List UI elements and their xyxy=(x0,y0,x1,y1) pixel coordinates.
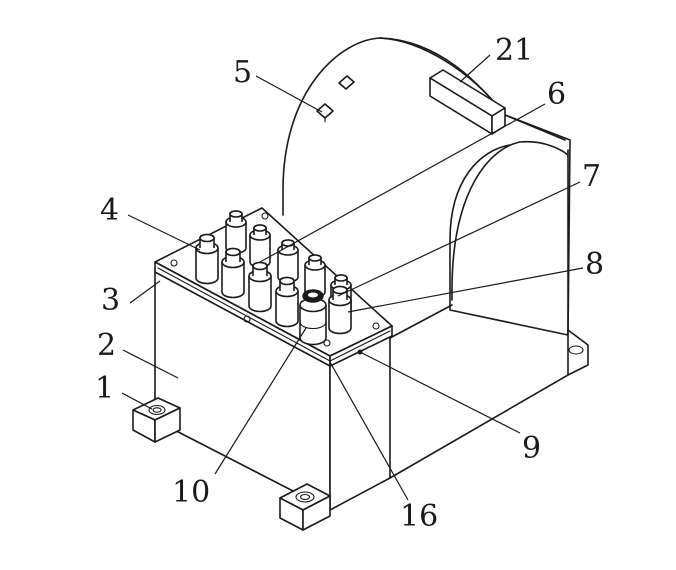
leader-4 xyxy=(127,214,201,251)
leader-8 xyxy=(347,267,584,313)
small-markers-5 xyxy=(316,75,355,123)
right-foot-pad xyxy=(567,329,589,376)
leader-2 xyxy=(122,349,179,379)
connector xyxy=(195,233,219,285)
connector xyxy=(249,224,271,268)
leader-6 xyxy=(259,103,546,263)
leader-7 xyxy=(337,181,581,297)
connector-main-10 xyxy=(299,289,327,346)
callout-7: 7 xyxy=(582,159,601,194)
callout-5: 5 xyxy=(233,55,252,90)
connector-8 xyxy=(328,285,352,335)
callout-labels: 1 2 3 4 5 6 7 8 9 10 16 21 xyxy=(95,33,604,534)
leader-21 xyxy=(459,54,491,83)
callout-21: 21 xyxy=(495,33,533,68)
callout-10: 10 xyxy=(172,475,210,510)
leader-1 xyxy=(121,392,153,410)
leader-10 xyxy=(214,327,307,475)
leader-3 xyxy=(129,280,161,304)
callout-6: 6 xyxy=(547,77,566,112)
callout-8: 8 xyxy=(585,247,604,282)
callout-4: 4 xyxy=(100,193,119,228)
callout-16: 16 xyxy=(400,499,438,534)
front-foot-pad xyxy=(279,483,331,531)
leader-9 xyxy=(359,351,521,434)
connector xyxy=(225,210,247,254)
connector xyxy=(275,276,299,328)
connector xyxy=(248,261,272,313)
leader-5 xyxy=(255,75,323,113)
callout-2: 2 xyxy=(97,328,116,363)
callout-3: 3 xyxy=(101,283,120,318)
connector xyxy=(221,247,245,299)
leader-lines xyxy=(121,54,584,501)
callout-1: 1 xyxy=(95,371,114,406)
leader-16 xyxy=(329,361,409,501)
callout-9: 9 xyxy=(522,431,541,466)
left-foot-pad-1 xyxy=(132,397,181,443)
connector-array xyxy=(195,210,352,346)
